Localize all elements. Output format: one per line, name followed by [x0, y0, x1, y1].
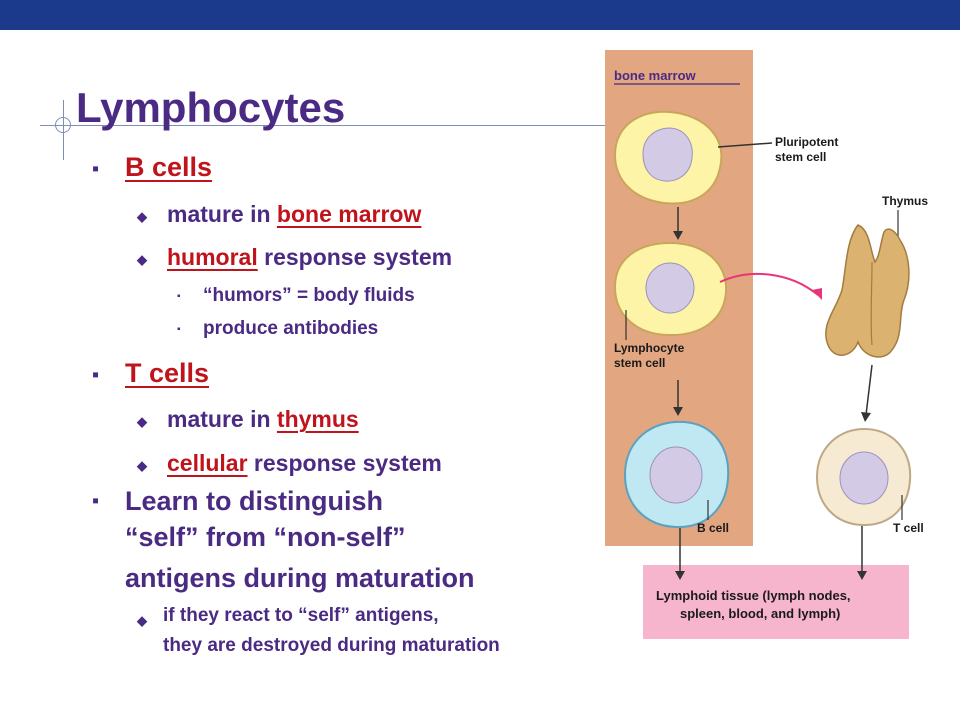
b-cells-link[interactable]: B cells [125, 152, 213, 182]
title-rule [40, 125, 630, 126]
thymus-label: Thymus [882, 194, 928, 208]
square-bullet-icon: ▪ [92, 364, 100, 386]
lymphocyte-stem-label-2: stem cell [614, 356, 665, 370]
mature-in-text: mature in [167, 406, 277, 432]
response-system-text: response system [257, 244, 453, 270]
b-cell-nucleus [649, 446, 703, 504]
arrow-head-icon [861, 412, 871, 422]
square-bullet-icon: ▪ [92, 490, 100, 512]
arrow-head-icon [675, 571, 685, 580]
bone-marrow-link[interactable]: bone marrow [276, 201, 422, 227]
thymus-organ [825, 224, 910, 358]
pluripotent-leader [717, 142, 773, 148]
pluripotent-label-2: stem cell [775, 150, 826, 164]
t-cell [815, 427, 912, 527]
bullet-b-humoral: humoral response system [167, 244, 452, 271]
diamond-bullet-icon: ◆ [137, 414, 147, 429]
lymphocyte-stem-label-1: Lymphocyte [614, 341, 685, 355]
learn-line-2: “self” from “non-self” [125, 522, 406, 552]
crosshair-ornament [55, 117, 71, 133]
response-system-text: response system [247, 450, 442, 476]
lymphocyte-stem-nucleus [645, 262, 695, 314]
bullet-b-cells: B cells [125, 152, 212, 183]
diamond-bullet-icon: ◆ [137, 209, 147, 224]
lymphoid-tissue-panel [643, 565, 909, 639]
humoral-link[interactable]: humoral [167, 244, 258, 270]
cellular-link[interactable]: cellular [167, 450, 248, 476]
pluripotent-stem-cell [613, 110, 723, 205]
small-square-bullet-icon: ▪ [177, 291, 181, 302]
lymphocyte-stem-cell [613, 241, 728, 337]
bullet-humors: “humors” = body fluids [203, 285, 415, 306]
diamond-bullet-icon: ◆ [137, 252, 147, 267]
react-line-2: they are destroyed during maturation [163, 635, 500, 656]
pluripotent-label-1: Pluripotent [775, 135, 838, 149]
header-bar [0, 0, 960, 30]
diamond-bullet-icon: ◆ [137, 458, 147, 473]
arrow-thymus-to-t-cell [865, 364, 873, 416]
pink-arrow-head-icon [812, 288, 822, 300]
bone-marrow-label: bone marrow [614, 68, 697, 83]
pluripotent-nucleus [642, 127, 693, 182]
t-cell-nucleus [839, 451, 889, 505]
learn-line-1: Learn to distinguish [125, 486, 384, 516]
bullet-b-mature: mature in bone marrow [167, 201, 421, 228]
b-cell-label: B cell [697, 521, 729, 535]
arrow-head-icon [857, 571, 867, 580]
small-square-bullet-icon: ▪ [177, 324, 181, 335]
learn-line-3: antigens during maturation [125, 563, 475, 593]
b-cell [623, 420, 730, 529]
react-line-1: if they react to “self” antigens, [163, 605, 439, 626]
diamond-bullet-icon: ◆ [137, 613, 147, 628]
bullet-t-mature: mature in thymus [167, 406, 359, 433]
lymphoid-tissue-label-1: Lymphoid tissue (lymph nodes, [656, 588, 851, 603]
arrow-head-icon [673, 231, 683, 240]
t-cell-label: T cell [893, 521, 924, 535]
square-bullet-icon: ▪ [92, 158, 100, 180]
bullet-t-cellular: cellular response system [167, 450, 442, 477]
lymphoid-tissue-label-2: spleen, blood, and lymph) [680, 606, 840, 621]
t-cells-link[interactable]: T cells [125, 358, 210, 388]
thymus-lobe-divider [870, 261, 873, 346]
thymus-link[interactable]: thymus [276, 406, 359, 432]
mature-in-text: mature in [167, 201, 277, 227]
arrow-to-thymus [719, 272, 819, 296]
page-title: Lymphocytes [76, 84, 346, 131]
bullet-antibodies: produce antibodies [203, 318, 379, 339]
arrow-head-icon [673, 407, 683, 416]
bullet-t-cells: T cells [125, 358, 209, 389]
